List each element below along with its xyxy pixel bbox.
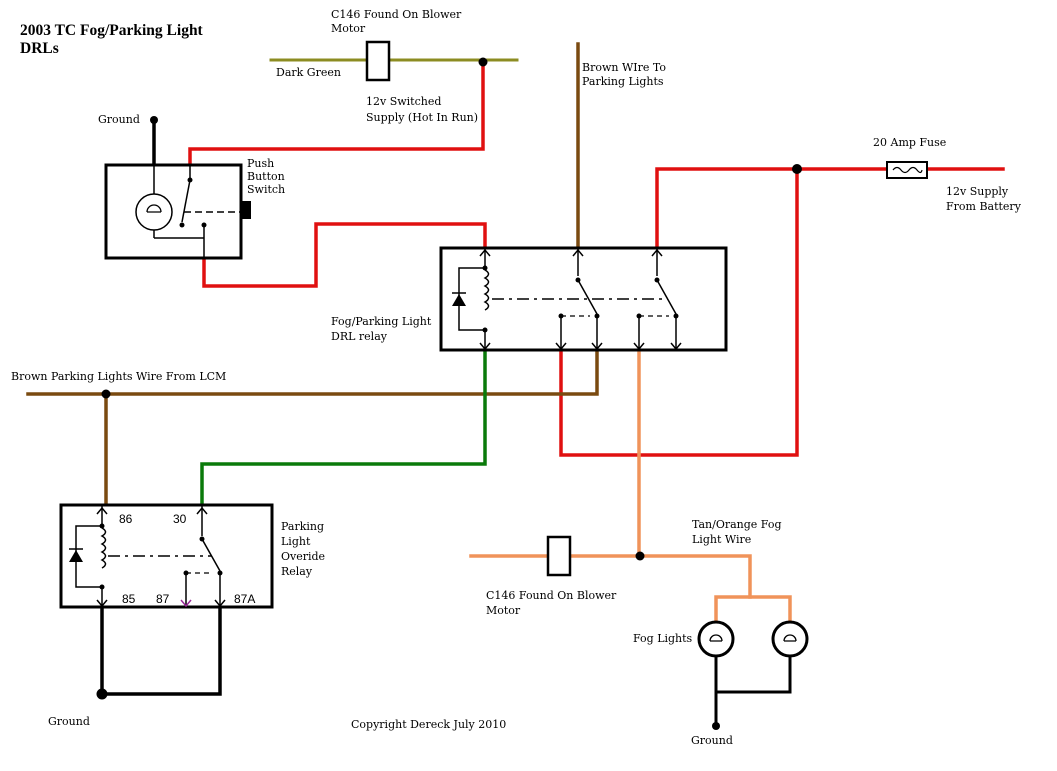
ground-right-label: Ground (691, 734, 733, 747)
override-relay-label-line-2: Light (281, 535, 311, 548)
title-line-2: DRLs (20, 40, 59, 57)
c146-connector-top (365, 40, 391, 82)
battery-label-line-1: 12v Supply (946, 185, 1009, 198)
red-switched-supply-wire (188, 60, 485, 167)
junction-dot (101, 389, 111, 399)
tan-orange-label-line-1: Tan/Orange Fog (692, 518, 782, 531)
title-line-1: 2003 TC Fog/Parking Light (20, 22, 204, 39)
fuse-20-amp (886, 161, 928, 179)
pin-87a-label: 87A (234, 592, 255, 606)
dark-green-label: Dark Green (276, 66, 341, 79)
black-override-ground-wire (100, 605, 222, 696)
brown-wire-label-line-2: Parking Lights (582, 75, 664, 88)
pin-30-label: 30 (173, 512, 187, 526)
fog-parking-drl-relay (439, 246, 728, 352)
junction-dot (478, 57, 488, 67)
ground-dot (150, 116, 158, 124)
black-fog-ground-wire (714, 654, 792, 728)
copyright-label: Copyright Dereck July 2010 (351, 718, 506, 731)
drl-relay-label-line-2: DRL relay (331, 330, 388, 343)
junction-dot (792, 164, 802, 174)
switched-supply-label-line-2: Supply (Hot In Run) (366, 111, 478, 124)
brown-wire-label-line-1: Brown WIre To (582, 61, 666, 74)
brown-lcm-wire (26, 348, 599, 396)
fuse-label: 20 Amp Fuse (873, 136, 946, 149)
fog-light-left (697, 620, 735, 658)
fog-lights-label: Fog Lights (633, 632, 693, 645)
override-relay-label-line-4: Relay (281, 565, 313, 578)
parking-light-override-relay (59, 503, 274, 609)
push-button-label-line-3: Switch (247, 183, 285, 196)
ground-left-label: Ground (48, 715, 90, 728)
c146-top-label-line-1: C146 Found On Blower (331, 8, 462, 21)
ground-top-label: Ground (98, 113, 140, 126)
override-relay-label-line-1: Parking (281, 520, 324, 533)
push-button-switch (104, 163, 251, 260)
tan-orange-label-line-2: Light Wire (692, 533, 751, 546)
pin-85-label: 85 (122, 592, 136, 606)
override-relay-label-line-3: Overide (281, 550, 325, 563)
ground-dot (712, 722, 720, 730)
pin-87-label: 87 (156, 592, 170, 606)
push-button-label-line-1: Push (247, 157, 274, 170)
c146-connector-bottom (546, 535, 572, 577)
orange-fog-lights-branch-wire (714, 595, 792, 624)
red-switch-to-relay-wire (202, 222, 487, 288)
push-button-label-line-2: Button (247, 170, 285, 183)
pin-86-label: 86 (119, 512, 133, 526)
ground-dot (96, 688, 108, 700)
red-loop-wire (559, 167, 799, 457)
c146-bottom-label-line-2: Motor (486, 604, 521, 617)
c146-top-label-line-2: Motor (331, 22, 366, 35)
battery-label-line-2: From Battery (946, 200, 1022, 213)
junction-dot (635, 551, 645, 561)
green-relay-link-wire (200, 348, 487, 507)
c146-bottom-label-line-1: C146 Found On Blower (486, 589, 617, 602)
fog-light-right (771, 620, 809, 658)
lcm-wire-label: Brown Parking Lights Wire From LCM (11, 370, 226, 383)
drl-relay-label-line-1: Fog/Parking Light (331, 315, 432, 328)
switched-supply-label-line-1: 12v Switched (366, 95, 441, 108)
